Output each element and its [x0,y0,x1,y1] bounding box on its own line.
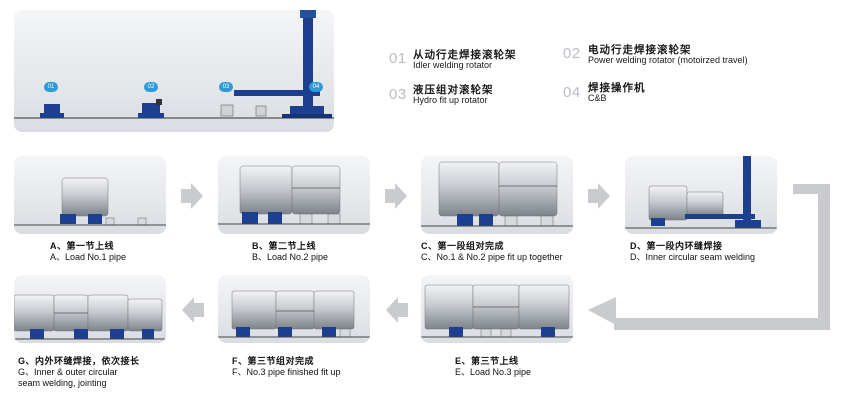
step-c-caption: C、第一段组对完成 C、No.1 & No.2 pipe fit up toge… [421,241,563,263]
legend-en-02: Power welding rotator (motoirzed travel) [588,55,748,65]
idler-rotator [40,104,64,118]
step-f-cn: F、第三节组对完成 [232,356,314,366]
legend-num-04: 04 [563,84,581,101]
step-d-drawing [625,156,777,229]
step-d-caption: D、第一段内环缝焊接 D、Inner circular seam welding [630,241,755,263]
overview-panel: 01 02 03 04 [14,10,334,132]
arrow-f-to-g [182,297,204,323]
marker-02: 02 [144,82,158,92]
step-f-caption: F、第三节组对完成 F、No.3 pipe finished fit up [232,356,341,378]
step-e-en: E、Load No.3 pipe [455,367,532,377]
arrow-e-to-f [386,297,408,323]
marker-04: 04 [309,82,323,92]
step-a-drawing [14,177,166,226]
legend-num-02: 02 [563,45,581,62]
step-c-drawing [421,161,573,227]
legend-cn-02: 电动行走焊接滚轮架 [588,44,692,56]
step-f-panel [218,275,370,343]
column-boom [234,10,332,118]
legend-num-01: 01 [389,50,407,67]
step-a-cn: A、第一节上线 [50,241,114,251]
arrow-c-to-d [588,183,610,209]
step-b-cn: B、第二节上线 [252,241,316,251]
step-a-panel [14,156,166,234]
step-a-caption: A、第一节上线 A、Load No.1 pipe [50,241,126,263]
step-e-drawing [421,284,573,338]
marker-03: 03 [219,82,233,92]
step-b-en: B、Load No.2 pipe [252,252,329,262]
step-b-panel [218,156,370,234]
arrow-d-to-e [588,184,830,330]
legend-cn-03: 液压组对滚轮架 [413,84,494,96]
hydro-fitup-rotator [220,104,267,117]
step-g-panel [14,275,166,343]
overview-drawing [14,10,334,119]
step-c-panel [421,156,573,234]
legend-en-03: Hydro fit up rotator [413,95,488,105]
step-d-panel [625,156,777,234]
legend-cn-04: 焊接操作机 [588,82,646,94]
step-g-en: G、Inner & outer circular seam welding, j… [18,367,118,388]
legend-num-03: 03 [389,86,407,103]
step-d-en: D、Inner circular seam welding [630,252,756,262]
step-c-cn: C、第一段组对完成 [421,241,504,251]
step-e-panel [421,275,573,343]
step-g-caption: G、内外环缝焊接，依次接长 G、Inner & outer circular s… [18,356,198,389]
step-g-cn: G、内外环缝焊接，依次接长 [18,356,140,366]
legend-cn-01: 从动行走焊接滚轮架 [413,49,517,61]
legend-en-01: Idler welding rotator [413,60,493,70]
step-f-drawing [218,290,370,338]
step-e-caption: E、第三节上线 E、Load No.3 pipe [455,356,531,378]
step-b-caption: B、第二节上线 B、Load No.2 pipe [252,241,328,263]
step-d-cn: D、第一段内环缝焊接 [630,241,723,251]
legend-en-04: C&B [588,93,607,103]
step-b-drawing [218,165,370,225]
arrow-a-to-b [181,183,203,209]
step-g-drawing [14,294,166,340]
step-f-en: F、No.3 pipe finished fit up [232,367,341,377]
power-rotator [138,99,164,118]
step-a-en: A、Load No.1 pipe [50,252,127,262]
arrow-b-to-c [385,183,407,209]
marker-01: 01 [44,82,58,92]
step-c-en: C、No.1 & No.2 pipe fit up together [421,252,563,262]
step-e-cn: E、第三节上线 [455,356,519,366]
